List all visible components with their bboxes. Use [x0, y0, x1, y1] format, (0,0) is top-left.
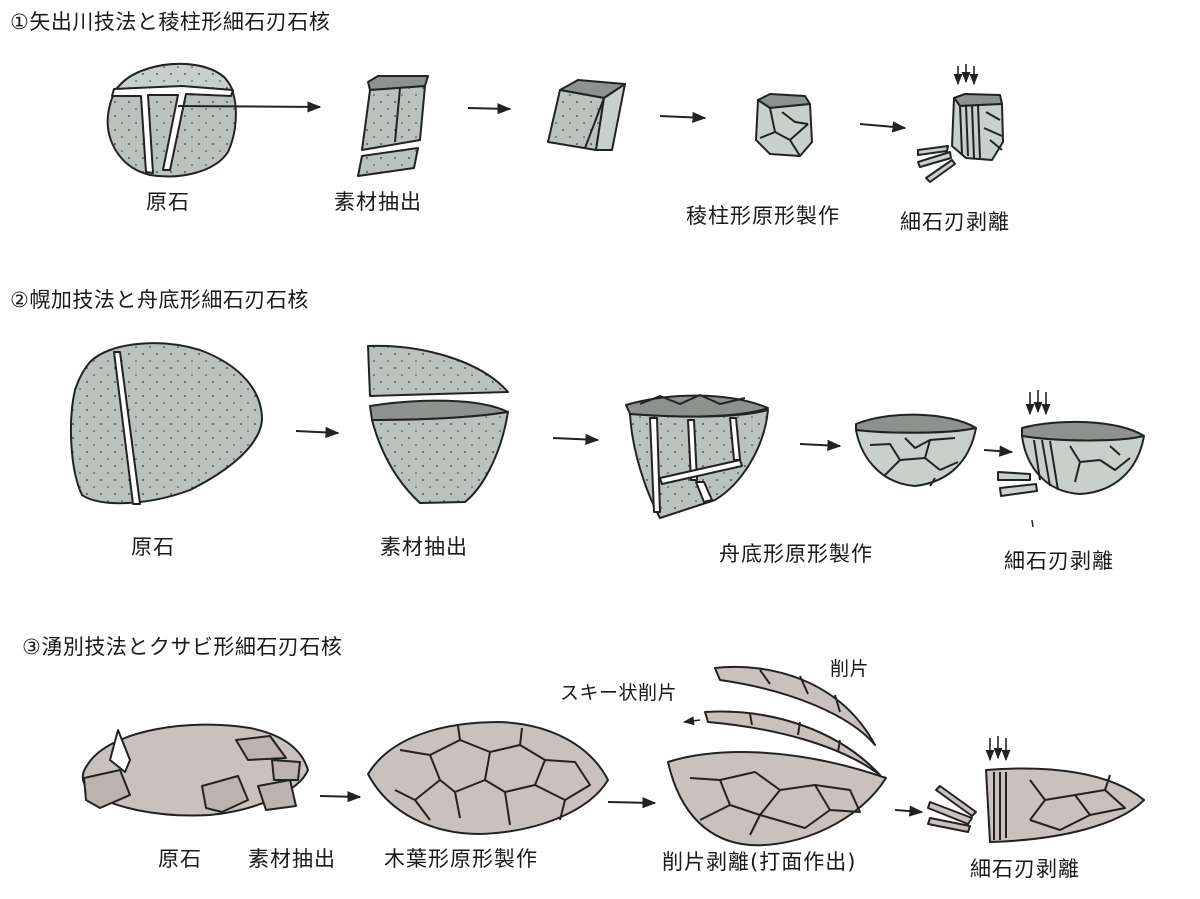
- s2-arrow-4: [983, 445, 1014, 457]
- s1-arrow-4: [859, 121, 907, 133]
- s2-label-blade: 細石刃剥離: [1004, 549, 1114, 573]
- s1-label-preform: 稜柱形原形製作: [686, 204, 840, 228]
- section3-title: ③湧別技法とクサビ形細石刃石核: [22, 635, 343, 659]
- s2-blade-core: [997, 390, 1145, 528]
- s2-boat-preform: [855, 413, 977, 487]
- s3-arrow-3: [894, 805, 924, 817]
- section1-title: ①矢出川技法と稜柱形細石刃石核: [10, 10, 331, 34]
- s3-arrow-1: [319, 791, 362, 803]
- s3-raw-stone: [81, 723, 309, 817]
- s1-label-extract: 素材抽出: [334, 190, 422, 214]
- s3-label-extract: 素材抽出: [248, 847, 336, 871]
- s3-spall-detach: [667, 665, 887, 847]
- s1-label-blade: 細石刃剥離: [900, 210, 1010, 234]
- s1-extract-blank: [357, 75, 429, 177]
- s2-extract-blank: [367, 344, 509, 504]
- s1-arrow-3: [659, 111, 707, 124]
- s2-arrow-1: [295, 426, 340, 438]
- s2-arrow-3: [799, 439, 842, 451]
- s3-label-spall: 削片: [830, 658, 870, 680]
- section2-title: ②幌加技法と舟底形細石刃石核: [10, 288, 309, 312]
- s2-raw-stone: [69, 342, 263, 505]
- s3-label-raw: 原石: [158, 847, 202, 871]
- s2-boat-preform-blocks: [625, 394, 769, 519]
- s1-blade-core: [917, 64, 1004, 183]
- s1-label-raw: 原石: [146, 190, 190, 214]
- s1-prism: [547, 79, 626, 151]
- s3-label-ski-spall: スキー状削片: [560, 682, 678, 704]
- s2-arrow-2: [552, 433, 600, 446]
- s3-leaf-preform: [367, 721, 609, 835]
- s1-prism-preform: [755, 93, 813, 157]
- s1-raw-stone: [106, 62, 237, 178]
- s1-arrow-2: [467, 103, 512, 115]
- s3-arrow-2: [607, 797, 657, 809]
- s2-label-raw: 原石: [131, 535, 175, 559]
- s3-label-blade: 細石刃剥離: [970, 857, 1080, 881]
- s3-label-spall-detach: 削片剥離(打面作出): [662, 850, 857, 874]
- s1-arrow-1: [177, 101, 322, 113]
- s3-blade-core: [927, 736, 1145, 843]
- s2-label-extract: 素材抽出: [380, 535, 468, 559]
- s2-label-preform: 舟底形原形製作: [719, 542, 873, 566]
- s3-label-preform: 木葉形原形製作: [384, 847, 538, 871]
